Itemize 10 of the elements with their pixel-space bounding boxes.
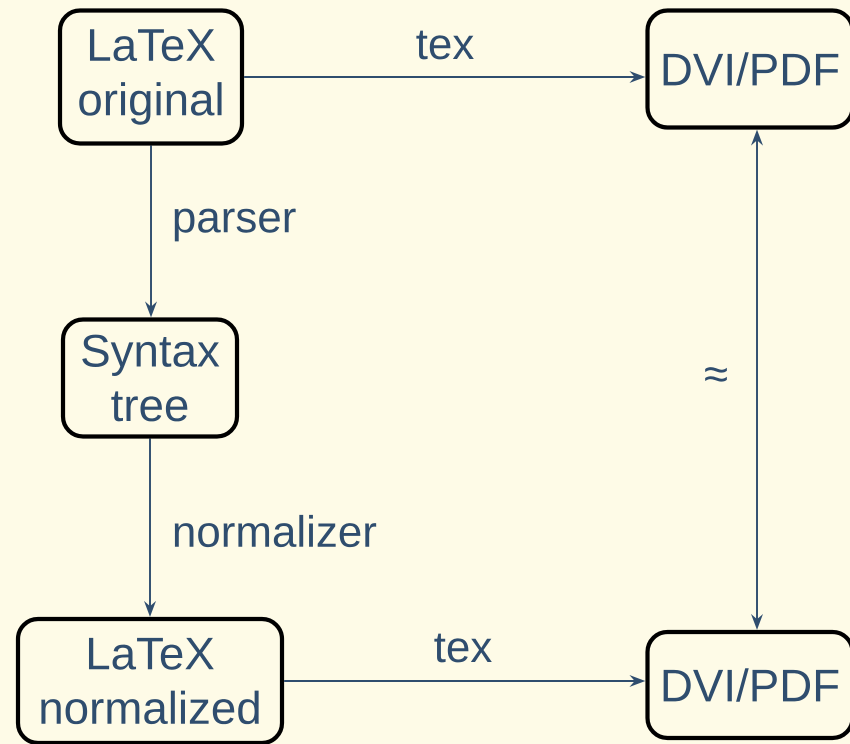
edge-label: parser xyxy=(168,205,300,245)
process-box: Syntax tree xyxy=(60,317,240,439)
process-box: LaTeX original xyxy=(58,8,244,146)
process-box: DVI/PDF xyxy=(645,630,850,740)
edge-label: tex xyxy=(430,630,496,666)
process-box: LaTeX normalized xyxy=(16,616,284,744)
process-box: DVI/PDF xyxy=(645,8,850,130)
edge-label: ≈ xyxy=(700,364,732,392)
edge-label: tex xyxy=(412,27,478,63)
edge-label: normalizer xyxy=(168,511,380,551)
